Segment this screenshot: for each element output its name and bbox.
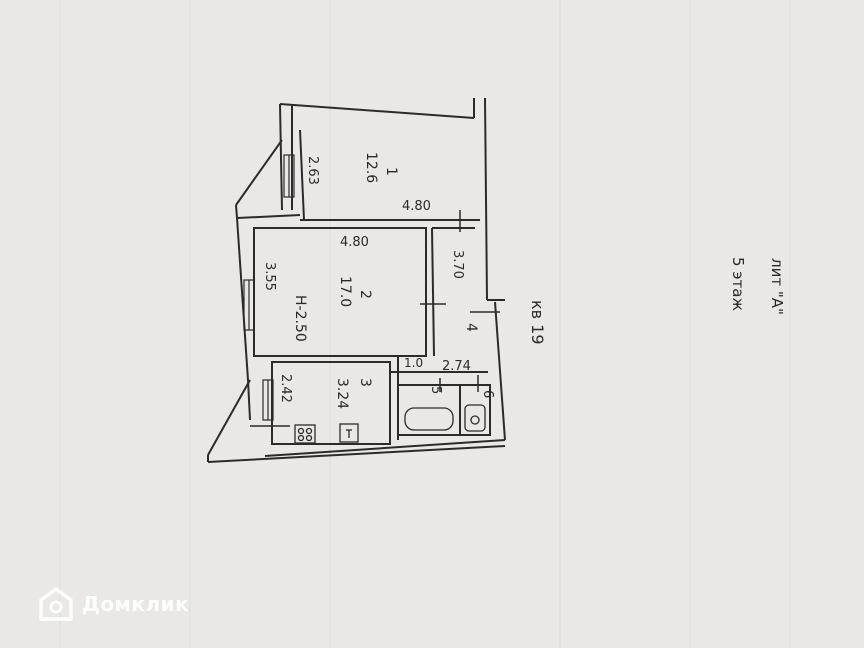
windows	[243, 154, 295, 421]
dimension-4-80-upper: 4.80	[402, 199, 431, 214]
bathtub-icon	[404, 407, 454, 431]
dimension-3-70: 3.70	[450, 250, 465, 279]
room-4-number: 4	[463, 323, 479, 332]
toilet-icon	[464, 404, 486, 432]
room-labels: 1 12.6 2 17.0 Н-2.50 3 3.24 4 5 6	[292, 152, 495, 409]
floor-label: 5 этаж	[729, 257, 747, 311]
dimension-labels: 2.63 4.80 4.80 3.70 3.55 1.0 2.74 2.42	[262, 156, 471, 403]
dimension-4-80-lower: 4.80	[340, 235, 369, 250]
sink-icon	[339, 423, 359, 443]
door-marks	[250, 210, 500, 427]
room-2-number: 2	[357, 290, 373, 299]
dimension-2-42: 2.42	[278, 374, 293, 403]
dimension-2-63: 2.63	[305, 156, 320, 185]
fixtures	[294, 404, 486, 444]
room-1-area: 12.6	[363, 152, 379, 183]
room-5-number: 5	[428, 386, 443, 394]
dimension-3-55: 3.55	[262, 262, 277, 291]
stove-icon	[294, 424, 316, 444]
plan-walls	[207, 97, 506, 463]
letter-label: лит "А"	[768, 258, 786, 315]
ceiling-height: Н-2.50	[292, 295, 308, 342]
room-6-number: 6	[480, 390, 495, 398]
dimension-2-74: 2.74	[442, 359, 471, 374]
room-2-area: 17.0	[337, 276, 353, 307]
watermark-text: Домклик	[82, 592, 190, 616]
apartment-number: кв 19	[528, 300, 547, 345]
domclick-house-icon	[39, 587, 73, 621]
dimension-1-0: 1.0	[404, 356, 423, 370]
room-3-area: 3.24	[334, 378, 350, 409]
room-1-number: 1	[383, 167, 399, 176]
room-3-number: 3	[357, 378, 373, 387]
domclick-watermark: Домклик	[38, 586, 189, 622]
